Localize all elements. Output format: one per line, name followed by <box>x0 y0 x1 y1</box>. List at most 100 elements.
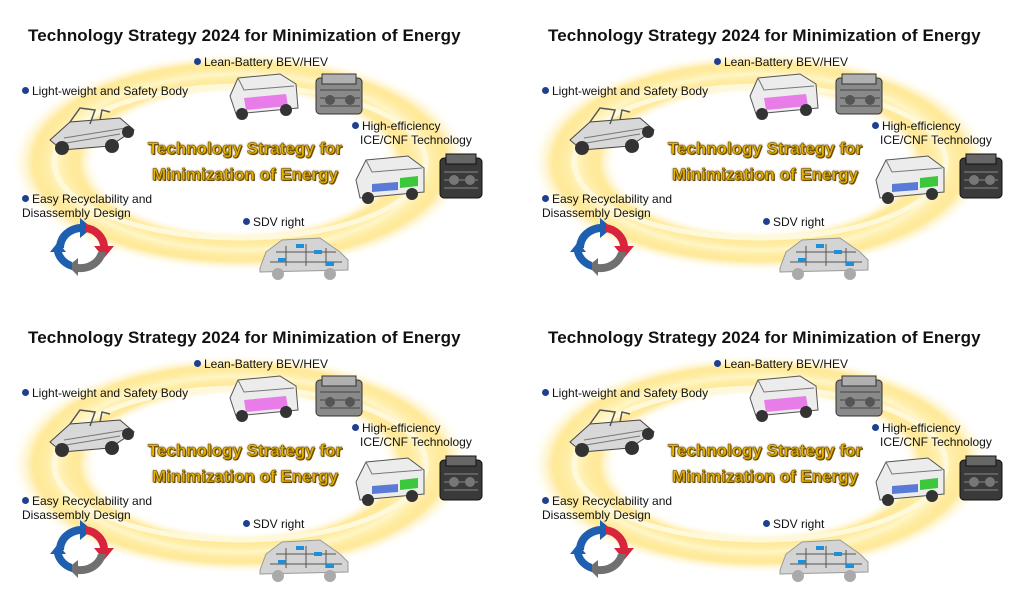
label-text: Lean-Battery BEV/HEV <box>724 357 849 371</box>
sdv-car-icon <box>779 237 869 280</box>
car-chassis-icon <box>569 107 655 155</box>
label-text: High-efficiency <box>882 421 961 435</box>
bullet-dot-icon <box>542 87 549 94</box>
recycle-cycle-icon <box>50 218 114 276</box>
bullet-dot-icon <box>243 520 250 527</box>
center-title-line: Minimization of Energy <box>671 165 859 185</box>
label-text: Disassembly Design <box>542 206 651 220</box>
sdv-car-icon <box>259 237 349 280</box>
label-text: Light-weight and Safety Body <box>552 386 709 400</box>
label-lean-battery: Lean-Battery BEV/HEV <box>714 357 848 371</box>
center-title: Technology Strategy for Minimization of … <box>640 438 890 490</box>
center-title-line: Technology Strategy for <box>667 139 863 159</box>
engine-icon <box>835 375 883 417</box>
hev-vehicle-icon <box>875 457 945 506</box>
car-chassis-icon <box>49 409 135 457</box>
label-light-weight: Light-weight and Safety Body <box>22 84 188 98</box>
engine-icon <box>315 375 363 417</box>
label-high-efficiency: High-efficiency ICE/CNF Technology <box>872 119 992 147</box>
bullet-dot-icon <box>22 497 29 504</box>
label-text: ICE/CNF Technology <box>360 435 472 449</box>
label-text: Easy Recyclability and <box>32 494 153 508</box>
bullet-dot-icon <box>763 520 770 527</box>
label-text: Light-weight and Safety Body <box>552 84 709 98</box>
sdv-car-icon <box>259 539 349 582</box>
bullet-dot-icon <box>243 218 250 225</box>
bullet-dot-icon <box>22 195 29 202</box>
label-light-weight: Light-weight and Safety Body <box>542 84 708 98</box>
label-recyclability: Easy Recyclability and Disassembly Desig… <box>542 494 672 522</box>
label-text: Disassembly Design <box>22 206 131 220</box>
engine-icon <box>835 73 883 115</box>
label-text: Lean-Battery BEV/HEV <box>204 55 329 69</box>
label-lean-battery: Lean-Battery BEV/HEV <box>194 357 328 371</box>
bev-vehicle-icon <box>229 375 299 422</box>
bullet-dot-icon <box>872 122 879 129</box>
label-lean-battery: Lean-Battery BEV/HEV <box>714 55 848 69</box>
bullet-dot-icon <box>352 424 359 431</box>
bullet-dot-icon <box>542 195 549 202</box>
label-text: High-efficiency <box>362 119 441 133</box>
bev-vehicle-icon <box>229 73 299 120</box>
label-sdv: SDV right <box>763 215 824 229</box>
strategy-diagram-panel: Technology Strategy 2024 for Minimizatio… <box>520 302 1024 609</box>
center-title: Technology Strategy for Minimization of … <box>120 438 370 490</box>
strategy-diagram-panel: Technology Strategy 2024 for Minimizatio… <box>520 0 1024 307</box>
bullet-dot-icon <box>714 360 721 367</box>
bullet-dot-icon <box>22 87 29 94</box>
bullet-dot-icon <box>542 389 549 396</box>
label-high-efficiency: High-efficiency ICE/CNF Technology <box>352 119 472 147</box>
bullet-dot-icon <box>542 497 549 504</box>
label-recyclability: Easy Recyclability and Disassembly Desig… <box>542 192 672 220</box>
label-text: Light-weight and Safety Body <box>32 84 189 98</box>
center-title-line: Minimization of Energy <box>151 467 339 487</box>
bullet-dot-icon <box>714 58 721 65</box>
strategy-diagram-panel: Technology Strategy 2024 for Minimizatio… <box>0 302 512 609</box>
label-text: ICE/CNF Technology <box>360 133 472 147</box>
center-title-line: Minimization of Energy <box>671 467 859 487</box>
engine-icon <box>959 455 1003 501</box>
center-title-line: Technology Strategy for <box>667 441 863 461</box>
label-recyclability: Easy Recyclability and Disassembly Desig… <box>22 494 152 522</box>
label-text: Lean-Battery BEV/HEV <box>724 55 849 69</box>
label-sdv: SDV right <box>243 215 304 229</box>
center-title: Technology Strategy for Minimization of … <box>640 136 890 188</box>
label-text: SDV right <box>253 517 305 531</box>
label-text: Light-weight and Safety Body <box>32 386 189 400</box>
label-text: Easy Recyclability and <box>552 494 673 508</box>
bullet-dot-icon <box>194 58 201 65</box>
label-text: Disassembly Design <box>542 508 651 522</box>
label-text: Lean-Battery BEV/HEV <box>204 357 329 371</box>
label-text: Disassembly Design <box>22 508 131 522</box>
strategy-diagram-panel: Technology Strategy 2024 for Minimizatio… <box>0 0 512 307</box>
bullet-dot-icon <box>352 122 359 129</box>
label-text: Easy Recyclability and <box>32 192 153 206</box>
bullet-dot-icon <box>22 389 29 396</box>
car-chassis-icon <box>569 409 655 457</box>
page-title: Technology Strategy 2024 for Minimizatio… <box>28 26 461 45</box>
label-text: SDV right <box>253 215 305 229</box>
hev-vehicle-icon <box>875 155 945 204</box>
label-text: ICE/CNF Technology <box>880 435 992 449</box>
hev-vehicle-icon <box>355 457 425 506</box>
sdv-car-icon <box>779 539 869 582</box>
bullet-dot-icon <box>872 424 879 431</box>
engine-icon <box>439 153 483 199</box>
label-text: Easy Recyclability and <box>552 192 673 206</box>
center-title-line: Technology Strategy for <box>147 139 343 159</box>
label-high-efficiency: High-efficiency ICE/CNF Technology <box>872 421 992 449</box>
label-high-efficiency: High-efficiency ICE/CNF Technology <box>352 421 472 449</box>
center-title: Technology Strategy for Minimization of … <box>120 136 370 188</box>
engine-icon <box>959 153 1003 199</box>
recycle-cycle-icon <box>570 520 634 578</box>
label-text: ICE/CNF Technology <box>880 133 992 147</box>
bullet-dot-icon <box>194 360 201 367</box>
engine-icon <box>315 73 363 115</box>
label-light-weight: Light-weight and Safety Body <box>542 386 708 400</box>
bev-vehicle-icon <box>749 375 819 422</box>
label-text: High-efficiency <box>362 421 441 435</box>
page-title: Technology Strategy 2024 for Minimizatio… <box>548 328 981 347</box>
label-sdv: SDV right <box>763 517 824 531</box>
center-title-line: Technology Strategy for <box>147 441 343 461</box>
engine-icon <box>439 455 483 501</box>
